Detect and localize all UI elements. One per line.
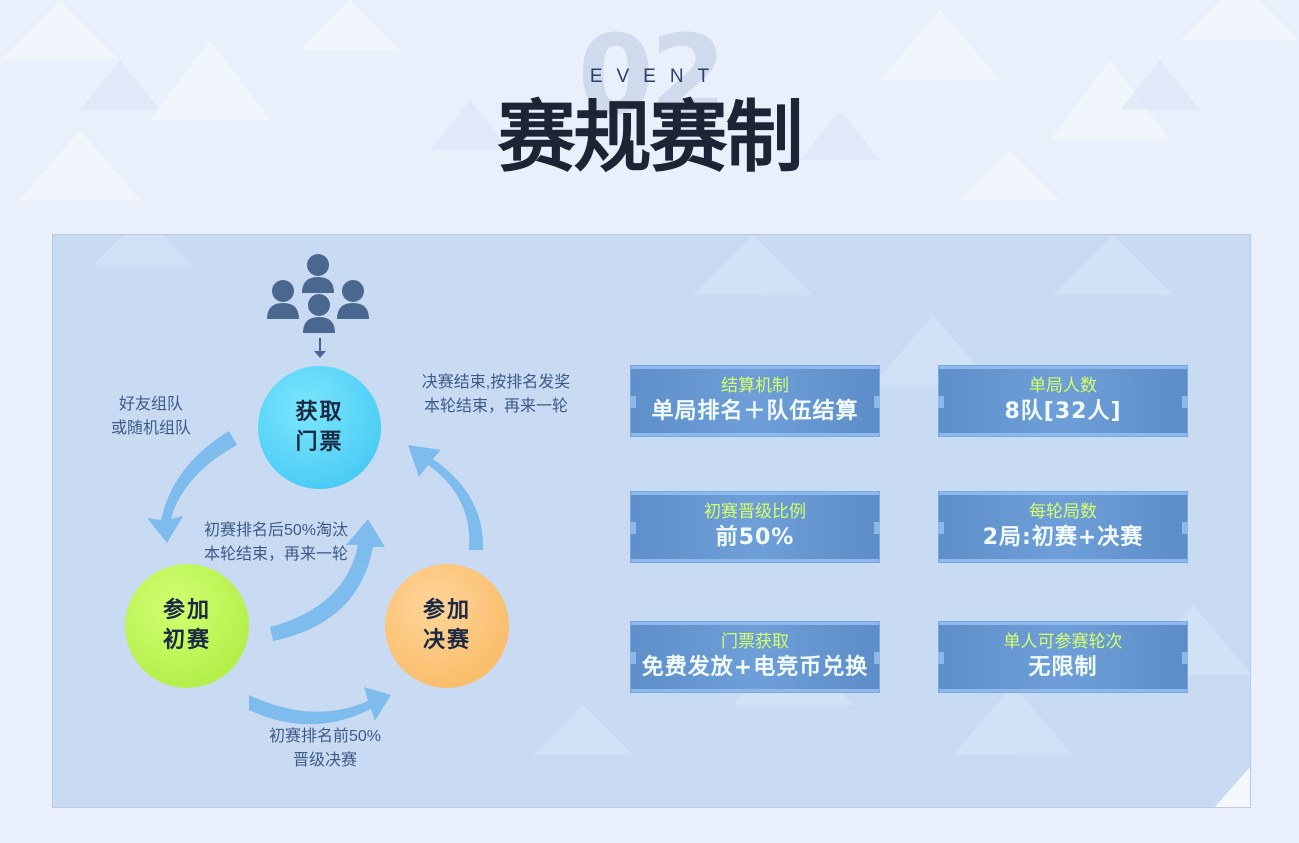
note-eliminate-line1: 初赛排名后50%淘汰 bbox=[203, 522, 349, 539]
node-final: 参加 决赛 bbox=[385, 564, 509, 688]
card-advance-label: 初赛晋级比例 bbox=[704, 502, 806, 521]
note-award-line1: 决赛结束,按排名发奖 bbox=[421, 374, 571, 391]
note-advance-line2: 晋级决赛 bbox=[292, 752, 357, 769]
note-award: 决赛结束,按排名发奖 本轮结束，再来一轮 bbox=[401, 371, 591, 419]
card-advance-value: 前50% bbox=[715, 525, 795, 550]
node-preliminary: 参加 初赛 bbox=[125, 564, 249, 688]
card-rounds-per-player: 单人可参赛轮次 无限制 bbox=[938, 621, 1188, 693]
flow-diagram: 获取 门票 参加 初赛 参加 决赛 好友组队 或随机组队 决赛结束,按排名发奖 … bbox=[53, 235, 653, 807]
card-settlement-value: 单局排名＋队伍结算 bbox=[651, 399, 859, 424]
card-settlement: 结算机制 单局排名＋队伍结算 bbox=[630, 365, 880, 437]
note-team: 好友组队 或随机组队 bbox=[91, 393, 211, 441]
card-matches-value: 2局:初赛+决赛 bbox=[982, 525, 1144, 550]
card-players-value: 8队[32人] bbox=[1004, 399, 1122, 424]
card-players-per-match: 单局人数 8队[32人] bbox=[938, 365, 1188, 437]
note-advance-line1: 初赛排名前50% bbox=[268, 728, 382, 745]
note-award-line2: 本轮结束，再来一轮 bbox=[423, 398, 568, 415]
card-advance-ratio: 初赛晋级比例 前50% bbox=[630, 491, 880, 563]
panel-pattern bbox=[93, 235, 1250, 807]
page-title: 赛规赛制 bbox=[497, 93, 803, 183]
node-final-line1: 参加 bbox=[422, 598, 471, 623]
card-ticket-label: 门票获取 bbox=[721, 632, 789, 651]
card-ticket-value: 免费发放+电竞币兑换 bbox=[641, 655, 869, 680]
card-rounds-value: 无限制 bbox=[1028, 655, 1098, 680]
card-rounds-label: 单人可参赛轮次 bbox=[1003, 632, 1123, 651]
arrow-prelim-eliminated bbox=[270, 519, 385, 641]
section-number: 02 bbox=[577, 11, 726, 139]
node-preliminary-line2: 初赛 bbox=[162, 628, 211, 653]
arrow-final-to-ticket bbox=[408, 445, 484, 550]
card-matches-label: 每轮局数 bbox=[1029, 502, 1097, 521]
node-get-ticket: 获取 门票 bbox=[258, 366, 381, 489]
card-settlement-label: 结算机制 bbox=[721, 376, 789, 395]
section-subtitle: EVENT bbox=[589, 66, 724, 87]
node-get-ticket-line2: 门票 bbox=[295, 429, 344, 455]
node-final-line2: 决赛 bbox=[422, 628, 471, 653]
card-players-label: 单局人数 bbox=[1029, 376, 1097, 395]
note-eliminate: 初赛排名后50%淘汰 本轮结束，再来一轮 bbox=[181, 519, 371, 567]
arrow-prelim-to-final bbox=[249, 687, 391, 725]
section-header: 02 EVENT 赛规赛制 bbox=[0, 0, 1299, 200]
card-matches-per-round: 每轮局数 2局:初赛+决赛 bbox=[938, 491, 1188, 563]
down-arrow bbox=[314, 338, 326, 358]
note-advance: 初赛排名前50% 晋级决赛 bbox=[245, 725, 405, 773]
rules-panel: 获取 门票 参加 初赛 参加 决赛 好友组队 或随机组队 决赛结束,按排名发奖 … bbox=[52, 234, 1251, 808]
note-team-line2: 或随机组队 bbox=[110, 420, 191, 437]
node-preliminary-line1: 参加 bbox=[162, 598, 211, 623]
flow-arrows bbox=[147, 254, 484, 725]
note-eliminate-line2: 本轮结束，再来一轮 bbox=[203, 546, 348, 563]
people-icon bbox=[267, 254, 369, 333]
note-team-line1: 好友组队 bbox=[118, 396, 183, 413]
node-get-ticket-line1: 获取 bbox=[295, 399, 344, 425]
card-ticket-access: 门票获取 免费发放+电竞币兑换 bbox=[630, 621, 880, 693]
arrow-ticket-to-prelim bbox=[147, 431, 237, 543]
